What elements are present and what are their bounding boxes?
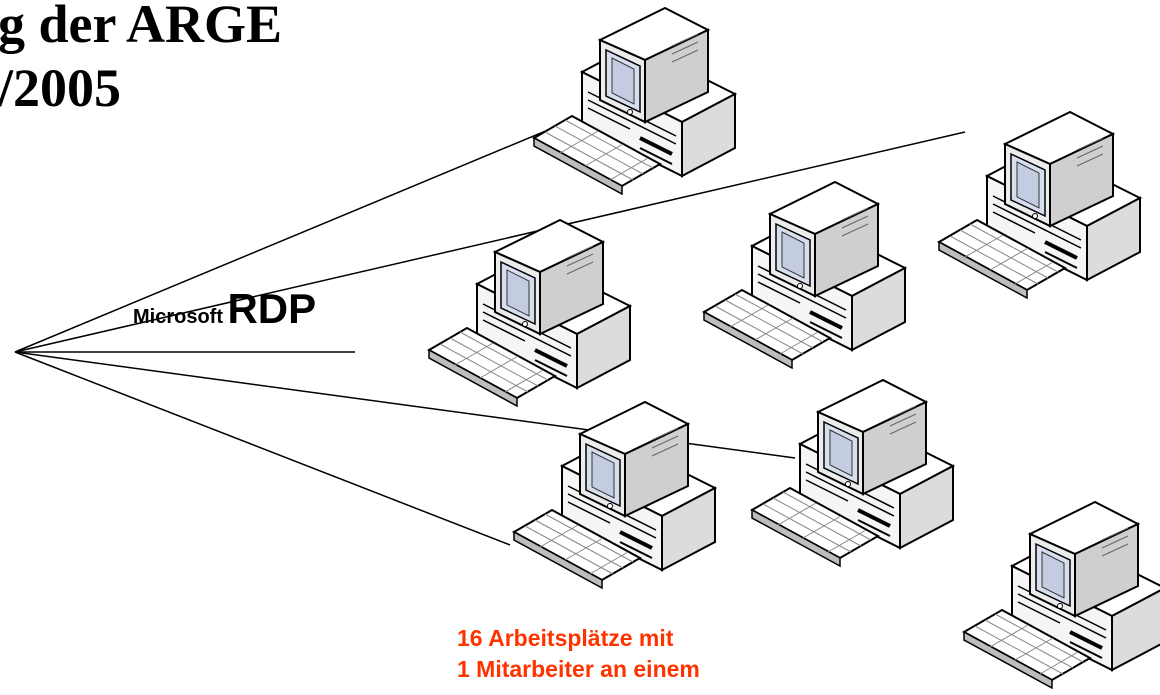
note-line-1: 16 Arbeitsplätze mit xyxy=(457,625,674,651)
connection-line xyxy=(14,131,966,353)
title-line-2: /2005 xyxy=(0,58,122,118)
protocol-vendor: Microsoft xyxy=(133,306,223,328)
protocol-label: Microsoft RDP xyxy=(133,285,316,333)
connection-line xyxy=(14,351,511,546)
computer-workstation-icon xyxy=(750,378,955,568)
computer-workstation-icon xyxy=(962,500,1160,690)
computer-workstation-icon xyxy=(937,110,1142,300)
computer-workstation-icon xyxy=(427,218,632,408)
computer-workstation-icon xyxy=(532,6,737,196)
computer-workstation-icon xyxy=(512,400,717,590)
note-line-2: 1 Mitarbeiter an einem xyxy=(457,656,700,682)
computer-workstation-icon xyxy=(702,180,907,370)
connection-line xyxy=(14,124,561,353)
title-line-1: g der ARGE xyxy=(0,0,283,54)
page-title: g der ARGE /2005 xyxy=(0,0,282,120)
workstation-note: 16 Arbeitsplätze mit 1 Mitarbeiter an ei… xyxy=(457,623,700,685)
protocol-name: RDP xyxy=(227,285,317,332)
